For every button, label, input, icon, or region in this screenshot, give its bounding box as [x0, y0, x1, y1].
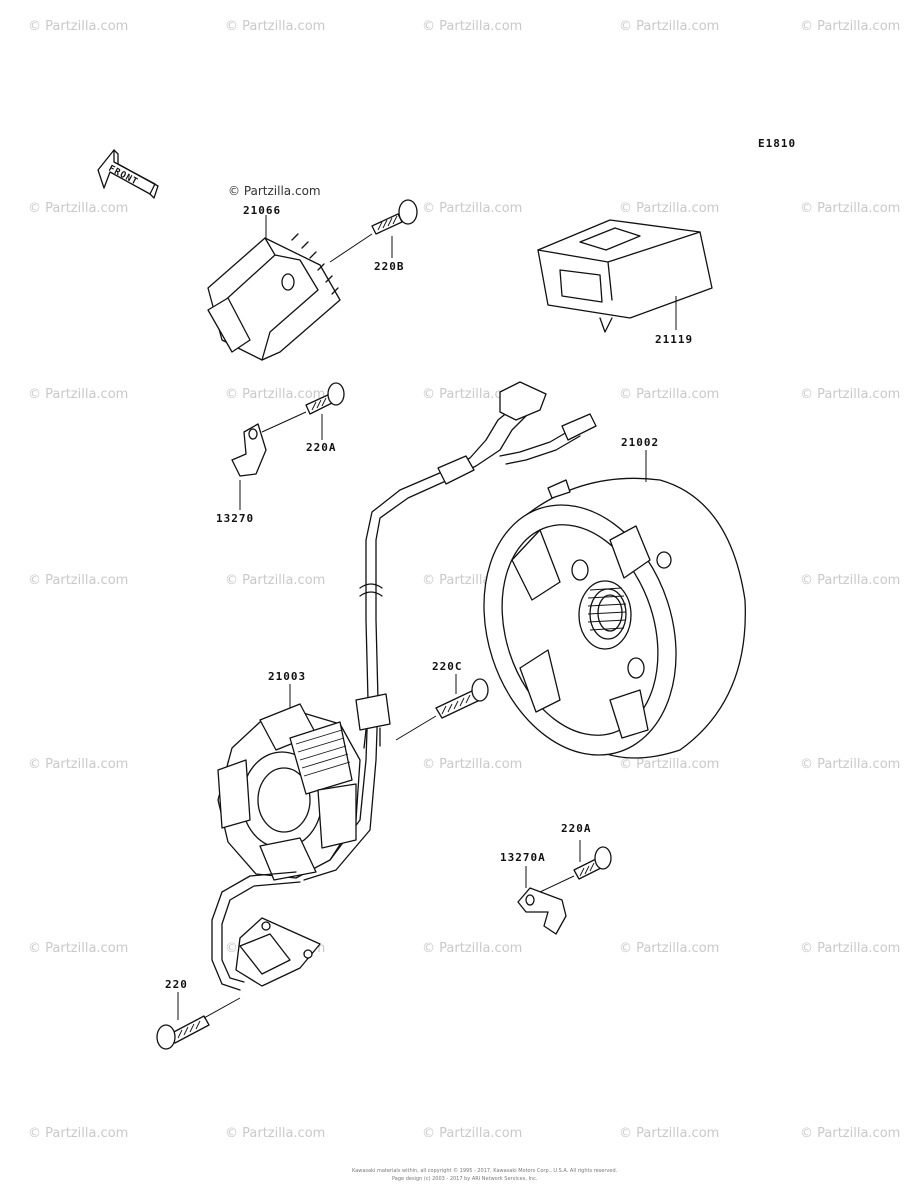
bolt-220c-part[interactable] [435, 678, 489, 719]
leader-line [539, 875, 575, 893]
watermark: © Partzilla.com [800, 19, 900, 34]
watermark: © Partzilla.com [800, 387, 900, 402]
watermark: © Partzilla.com [28, 19, 128, 34]
footer-copyright: Kawasaki materials within, all copyright… [352, 1167, 618, 1174]
regulator-part[interactable] [207, 233, 341, 361]
watermark: © Partzilla.com [422, 1126, 522, 1141]
copyright-mark: © Partzilla.com [228, 184, 321, 198]
stator-part[interactable] [217, 703, 361, 881]
mount-hole-icon [281, 273, 295, 291]
watermark: © Partzilla.com [800, 201, 900, 216]
watermark: © Partzilla.com [28, 1126, 128, 1141]
part-number-13270a[interactable]: 13270A [500, 851, 546, 864]
watermark: © Partzilla.com [422, 19, 522, 34]
watermark: © Partzilla.com [619, 757, 719, 772]
watermark: © Partzilla.com [422, 757, 522, 772]
watermark: © Partzilla.com [619, 201, 719, 216]
watermark: © Partzilla.com [619, 387, 719, 402]
clamp-part[interactable] [231, 423, 267, 477]
wire-harness [299, 381, 597, 881]
bolt-220a-part[interactable] [305, 382, 345, 415]
part-number-220a-lower[interactable]: 220A [561, 822, 592, 835]
watermark: © Partzilla.com [225, 1126, 325, 1141]
rotor-flywheel-part[interactable] [453, 477, 746, 780]
watermark-layer: © Partzilla.com © Partzilla.com © Partzi… [28, 19, 900, 1141]
bolt-220a-lower-part[interactable] [573, 846, 612, 880]
clamp-a-part[interactable] [517, 887, 567, 935]
part-number-13270[interactable]: 13270 [216, 512, 254, 525]
footer-design: Page design (c) 2003 - 2017 by ARI Netwo… [392, 1176, 538, 1182]
watermark: © Partzilla.com [422, 201, 522, 216]
diagram-code: E1810 [758, 137, 796, 150]
watermark: © Partzilla.com [28, 387, 128, 402]
watermark: © Partzilla.com [800, 1126, 900, 1141]
pickup-coil-part[interactable] [211, 871, 321, 991]
watermark: © Partzilla.com [225, 19, 325, 34]
watermark: © Partzilla.com [619, 19, 719, 34]
leader-line [261, 411, 307, 433]
part-number-21066[interactable]: 21066 [243, 204, 281, 217]
bolt-220-part[interactable] [156, 1015, 210, 1050]
watermark: © Partzilla.com [422, 941, 522, 956]
watermark: © Partzilla.com [28, 573, 128, 588]
part-number-220[interactable]: 220 [165, 978, 188, 991]
watermark: © Partzilla.com [28, 941, 128, 956]
leader-line [203, 997, 241, 1019]
watermark: © Partzilla.com [422, 387, 522, 402]
watermark: © Partzilla.com [28, 757, 128, 772]
bolt-220b-part[interactable] [371, 199, 418, 235]
leader-line [395, 715, 437, 741]
watermark: © Partzilla.com [28, 201, 128, 216]
part-number-220a-upper[interactable]: 220A [306, 441, 337, 454]
watermark: © Partzilla.com [225, 387, 325, 402]
watermark: © Partzilla.com [619, 941, 719, 956]
cdi-unit-part[interactable] [537, 219, 713, 333]
part-number-21119[interactable]: 21119 [655, 333, 693, 346]
leader-line [329, 233, 373, 263]
part-number-21003[interactable]: 21003 [268, 670, 306, 683]
watermark: © Partzilla.com [619, 1126, 719, 1141]
watermark: © Partzilla.com [225, 573, 325, 588]
watermark: © Partzilla.com [800, 757, 900, 772]
part-number-21002[interactable]: 21002 [621, 436, 659, 449]
watermark: © Partzilla.com [800, 573, 900, 588]
front-arrow-icon: FRONT [97, 149, 159, 199]
part-number-220b[interactable]: 220B [374, 260, 405, 273]
part-number-220c[interactable]: 220C [432, 660, 463, 673]
watermark: © Partzilla.com [800, 941, 900, 956]
